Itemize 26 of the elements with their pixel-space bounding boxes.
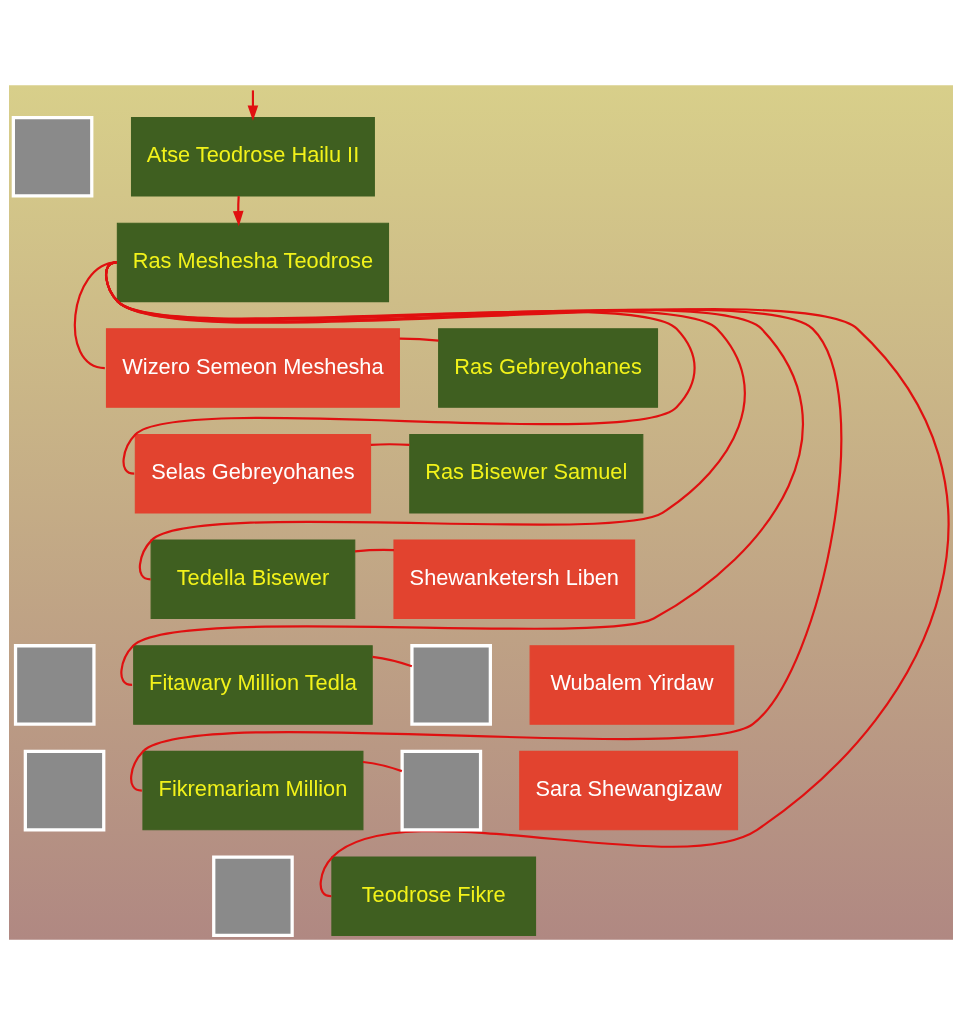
connector [362, 760, 402, 772]
node-box: Selas Gebreyohanes [134, 433, 371, 513]
node-box [11, 115, 93, 198]
node-box: Fikremariam Million [141, 750, 363, 830]
connector [371, 655, 412, 667]
node-box: Fitawary Million Tedla [132, 644, 373, 725]
connector [354, 548, 394, 552]
node-box [409, 643, 492, 726]
node-box: Shewanketersh Liben [392, 539, 635, 619]
connector [104, 261, 949, 897]
connector [370, 442, 410, 446]
node-box [211, 854, 294, 937]
node-box [13, 643, 96, 726]
node-box: Wubalem Yirdaw [529, 644, 734, 725]
node-box: Atse Teodrose Hailu II [130, 116, 375, 197]
connector [399, 337, 439, 342]
node-box: Tedella Bisewer [150, 539, 355, 619]
node-box: Teodrose Fikre [330, 855, 536, 936]
node-box: Wizero Semeon Meshesha [105, 327, 400, 408]
node-box: Sara Shewangizaw [518, 750, 738, 830]
node-box [400, 749, 482, 831]
node-box: Ras Bisewer Samuel [408, 433, 643, 513]
node-box [23, 749, 105, 831]
node-box: Ras Gebreyohanes [437, 327, 658, 408]
node-box: Ras Meshesha Teodrose [116, 222, 389, 302]
arrow [232, 195, 244, 226]
